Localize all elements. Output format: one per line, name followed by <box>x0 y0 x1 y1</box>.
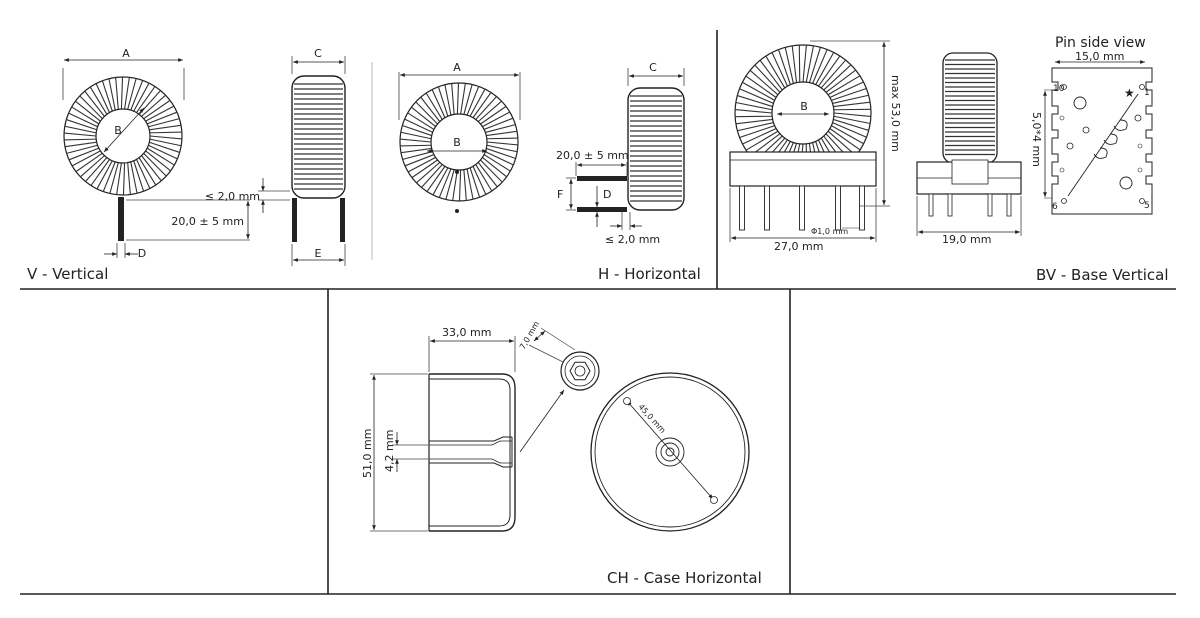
dim-gap-label-h: ≤ 2,0 mm <box>605 233 660 246</box>
ch-side-section: 33,0 mm 51,0 mm 4,2 mm <box>361 326 565 532</box>
dim-height-label-bv: max 53,0 mm <box>889 75 902 152</box>
dim-d-label-h: D <box>603 188 611 201</box>
dim-e-label: E <box>315 247 322 260</box>
dim-width-label-ch: 33,0 mm <box>442 326 491 339</box>
dim-step-label-ch: 4,2 mm <box>383 430 396 472</box>
pin-label-1: 1 <box>1144 88 1150 98</box>
pin-side-title: Pin side view <box>1055 35 1146 51</box>
dim-b-label-h: B <box>453 136 461 149</box>
pin-label-10: 10 <box>1053 84 1065 94</box>
dim-d-label: D <box>138 247 146 260</box>
pin-label-5: 5 <box>1144 201 1150 211</box>
dim-depth-label-bv: 19,0 mm <box>942 233 991 246</box>
dim-gap-label: ≤ 2,0 mm <box>205 190 260 203</box>
panel-horizontal: A B C 20,0 ± 5 mm F <box>398 61 701 283</box>
panel-borders <box>20 30 1176 595</box>
dim-pin-width-label: 15,0 mm <box>1075 50 1124 63</box>
panel-vertical: A B D C E <box>27 47 346 283</box>
panel-case-horizontal: 33,0 mm 51,0 mm 4,2 mm 7,0 mm <box>361 320 762 587</box>
dim-c-label-h: C <box>649 61 657 74</box>
dim-width-label-bv: 27,0 mm <box>774 240 823 253</box>
ch-nut-detail: 7,0 mm <box>518 320 600 391</box>
polarity-star-icon: ★ <box>1124 86 1135 100</box>
caption-base-vertical: BV - Base Vertical <box>1036 266 1168 284</box>
dim-b-label: B <box>114 124 122 137</box>
dim-hole-label-ch: 7,0 mm <box>518 320 541 351</box>
dim-pin-pitch-label: 5,0*4 mm <box>1030 112 1043 167</box>
dim-a-label: A <box>122 47 130 60</box>
ch-front-view: 45,0 mm <box>590 372 750 532</box>
dim-lead-label-h: 20,0 ± 5 mm <box>556 149 629 162</box>
dim-height-label-ch: 51,0 mm <box>361 429 374 478</box>
dim-pin-dia-label-bv: Φ1,0 mm <box>811 227 848 236</box>
caption-horizontal: H - Horizontal <box>598 265 701 283</box>
panel-base-vertical: B max 53,0 mm Φ1,0 mm 27,0 mm <box>729 35 1168 284</box>
bv-front-view: B max 53,0 mm Φ1,0 mm 27,0 mm <box>729 40 902 253</box>
bv-pin-side-view: Pin side view 15,0 mm 10 1 6 5 ★ <box>1030 35 1153 215</box>
horizontal-toroid-front: A B <box>398 61 521 213</box>
vertical-toroid-front: A B D <box>62 47 185 260</box>
dim-f-label-h: F <box>557 188 563 201</box>
dim-lead-label: 20,0 ± 5 mm <box>171 215 244 228</box>
dim-a-label-h: A <box>453 61 461 74</box>
caption-case-horizontal: CH - Case Horizontal <box>607 569 762 587</box>
dim-b-label-bv: B <box>800 100 808 113</box>
horizontal-toroid-side: C 20,0 ± 5 mm F D ≤ 2,0 mm <box>556 61 685 246</box>
bv-side-view: 19,0 mm <box>916 52 1022 246</box>
caption-vertical: V - Vertical <box>27 265 108 283</box>
pin-label-6: 6 <box>1052 202 1058 212</box>
dim-c-label: C <box>314 47 322 60</box>
vertical-toroid-side: C E ≤ 2,0 mm 20,0 ± 5 mm <box>126 47 346 266</box>
